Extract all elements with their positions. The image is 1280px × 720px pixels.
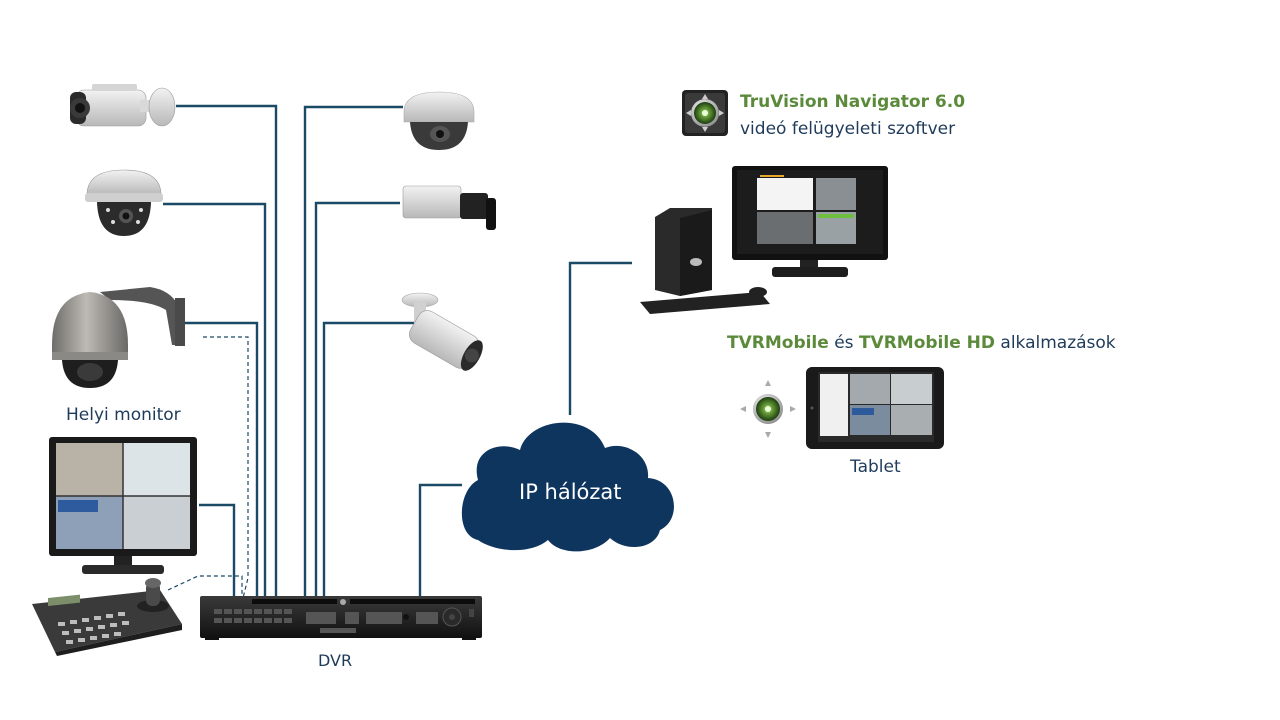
- caption-suffix: alkalmazások: [1000, 333, 1116, 353]
- bullet-ir-camera: [401, 292, 483, 371]
- tablet: [806, 367, 944, 449]
- line-box-camera: [314, 201, 400, 598]
- line-vandal-dome: [303, 105, 403, 598]
- line-ptz-camera: [185, 321, 259, 598]
- dashed-ptz-control: [203, 336, 249, 599]
- dvr-recorder: [200, 596, 482, 640]
- dome-camera: [85, 169, 163, 236]
- label-local-monitor: Helyi monitor: [66, 405, 181, 425]
- ptz-keyboard: [32, 578, 182, 656]
- caption-conjunction: és: [834, 333, 854, 353]
- app-name-tvrmobile-hd: TVRMobile HD: [858, 333, 995, 353]
- line-bullet-camera: [176, 104, 278, 598]
- control-lines-dashed: [167, 336, 249, 599]
- label-ip-network: IP hálózat: [519, 480, 622, 504]
- line-dome-camera: [163, 202, 267, 598]
- ip-network-cloud: [461, 422, 674, 552]
- ptz-camera: [52, 287, 185, 388]
- box-camera: [402, 185, 496, 230]
- mobile-apps-caption: TVRMobile és TVRMobile HD alkalmazások: [727, 333, 1116, 353]
- line-local-monitor: [199, 503, 236, 598]
- line-network-pc: [568, 261, 632, 415]
- navigator-subtitle: videó felügyeleti szoftver: [740, 119, 956, 139]
- vandal-dome-camera: [403, 91, 475, 150]
- truvision-navigator-logo-icon: [682, 90, 728, 136]
- line-dvr-network: [418, 483, 462, 598]
- label-dvr: DVR: [318, 651, 353, 670]
- dashed-keyboard-control: [167, 575, 243, 598]
- label-tablet: Tablet: [850, 457, 901, 477]
- bullet-camera: [70, 84, 176, 127]
- tvrmobile-logo-icon: [740, 380, 796, 438]
- local-monitor: [49, 437, 197, 574]
- navigator-title: TruVision Navigator 6.0: [740, 92, 966, 112]
- pc-workstation: [640, 166, 888, 314]
- app-name-tvrmobile: TVRMobile: [727, 333, 829, 353]
- connection-lines: [163, 104, 632, 598]
- line-bullet-ir: [322, 321, 414, 598]
